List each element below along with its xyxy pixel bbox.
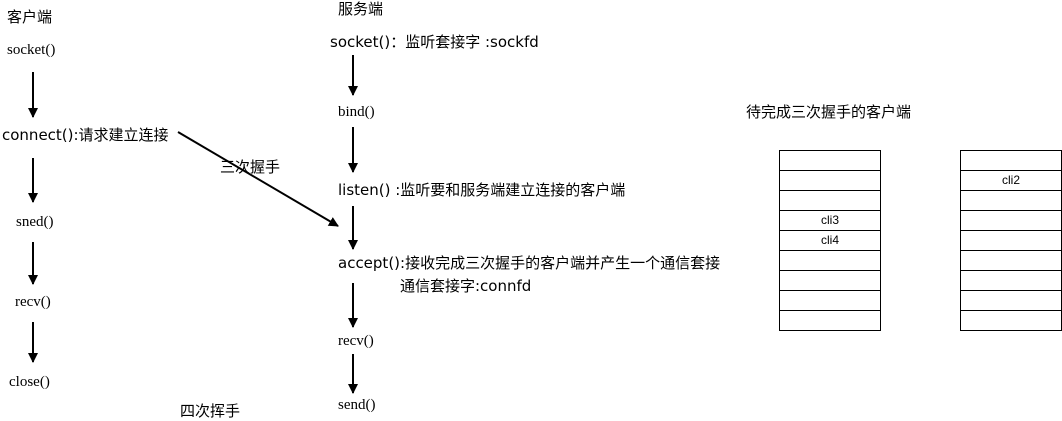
queue-slot — [961, 271, 1062, 291]
client-step-close: close() — [9, 374, 50, 390]
server-step-socket: socket()：监听套接字 :sockfd — [330, 33, 539, 51]
handshake-arrow — [177, 131, 339, 227]
server-step-accept: accept():接收完成三次握手的客户端并产生一个通信套接 — [338, 254, 721, 272]
server-step-listen: listen() :监听要和服务端建立连接的客户端 — [338, 181, 626, 199]
queue-slot: cli3 — [780, 211, 881, 231]
server-title: 服务端 — [338, 0, 384, 18]
queue-slot: cli2 — [961, 171, 1062, 191]
queue-slot — [961, 311, 1062, 331]
queue-slot — [961, 191, 1062, 211]
complete-queue: cli2 — [960, 150, 1062, 331]
pending-clients-title: 待完成三次握手的客户端 — [746, 103, 912, 121]
three-way-handshake-label: 三次握手 — [220, 158, 281, 176]
queue-slot — [780, 151, 881, 171]
queue-slot — [780, 291, 881, 311]
client-step-socket: socket() — [7, 42, 56, 58]
client-step-recv: recv() — [15, 294, 51, 310]
queue-slot — [961, 231, 1062, 251]
four-way-handshake-label: 四次挥手 — [180, 402, 241, 420]
client-step-send: sned() — [16, 214, 54, 230]
queue-slot — [780, 311, 881, 331]
server-step-recv: recv() — [338, 333, 374, 349]
queue-slot — [961, 251, 1062, 271]
queue-slot — [780, 271, 881, 291]
client-step-connect: connect():请求建立连接 — [2, 126, 169, 144]
queue-slot — [780, 251, 881, 271]
server-step-send: send() — [338, 397, 376, 413]
server-connfd-note: 通信套接字:connfd — [400, 277, 532, 295]
queue-slot — [780, 171, 881, 191]
incomplete-queue: cli3 cli4 — [779, 150, 881, 331]
queue-slot — [961, 151, 1062, 171]
queue-slot — [780, 191, 881, 211]
queue-slot — [961, 291, 1062, 311]
queue-slot: cli4 — [780, 231, 881, 251]
client-title: 客户端 — [7, 8, 53, 26]
queue-slot — [961, 211, 1062, 231]
server-step-bind: bind() — [338, 104, 375, 120]
